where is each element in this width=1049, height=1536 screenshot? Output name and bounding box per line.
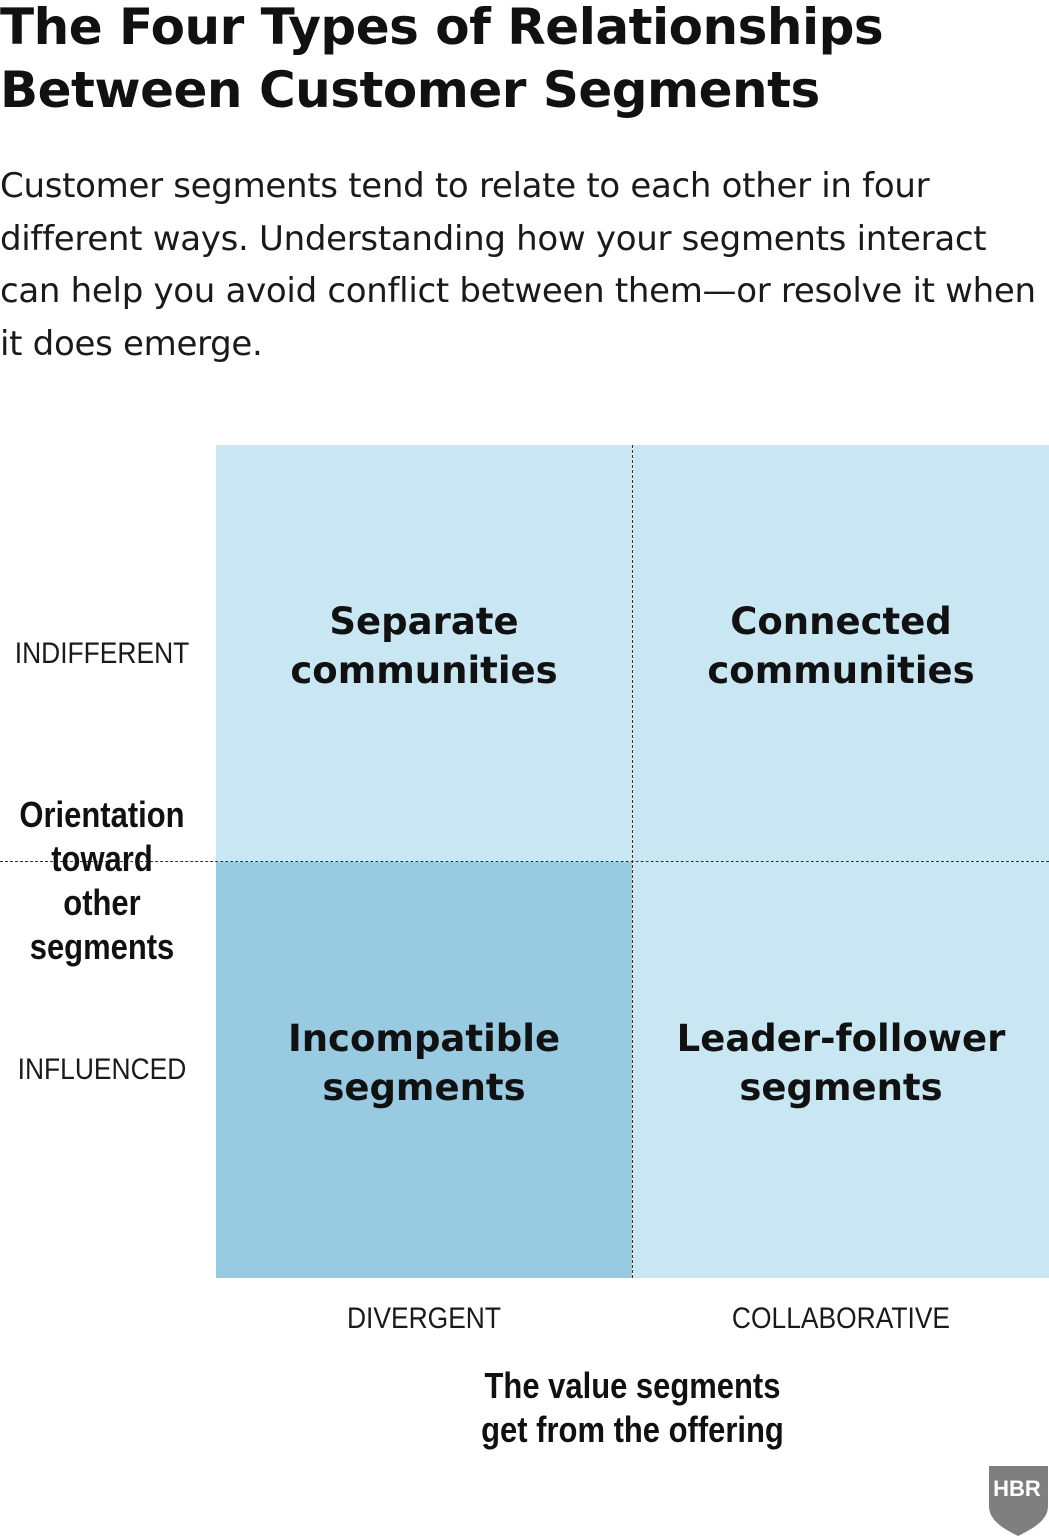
quadrant-connected-communities: Connected communities: [633, 445, 1049, 861]
hbr-shield-icon: HBR: [989, 1466, 1048, 1536]
x-axis-right-label: COLLABORATIVE: [731, 1302, 951, 1335]
quadrant-leader-follower-segments: Leader-follower segments: [633, 862, 1049, 1278]
y-axis-top-label: INDIFFERENT: [14, 637, 190, 670]
quadrant-label: Incompatible segments: [287, 1017, 561, 1109]
diagram-title: The Four Types of Relationships Between …: [0, 0, 884, 119]
quadrant-label: Connected communities: [707, 600, 975, 692]
quadrant-incompatible-segments: Incompatible segments: [216, 862, 632, 1278]
quadrant-separate-communities: Separate communities: [216, 445, 632, 861]
quadrant-label: Separate communities: [290, 600, 558, 692]
x-axis-title: The value segments get from the offering: [481, 1365, 784, 1450]
x-axis-left-label: DIVERGENT: [346, 1302, 502, 1335]
y-axis-bottom-label: INFLUENCED: [17, 1053, 187, 1086]
y-axis-title: Orientation toward other segments: [19, 794, 185, 967]
horizontal-divider: [0, 861, 1049, 862]
diagram-subtitle: Customer segments tend to relate to each…: [0, 166, 1036, 364]
hbr-logo-text: HBR: [993, 1476, 1041, 1501]
hbr-logo: HBR: [988, 1466, 1048, 1536]
quadrant-label: Leader-follower segments: [676, 1017, 1006, 1109]
relationship-matrix: Separate communities Connected communiti…: [0, 445, 1049, 1278]
